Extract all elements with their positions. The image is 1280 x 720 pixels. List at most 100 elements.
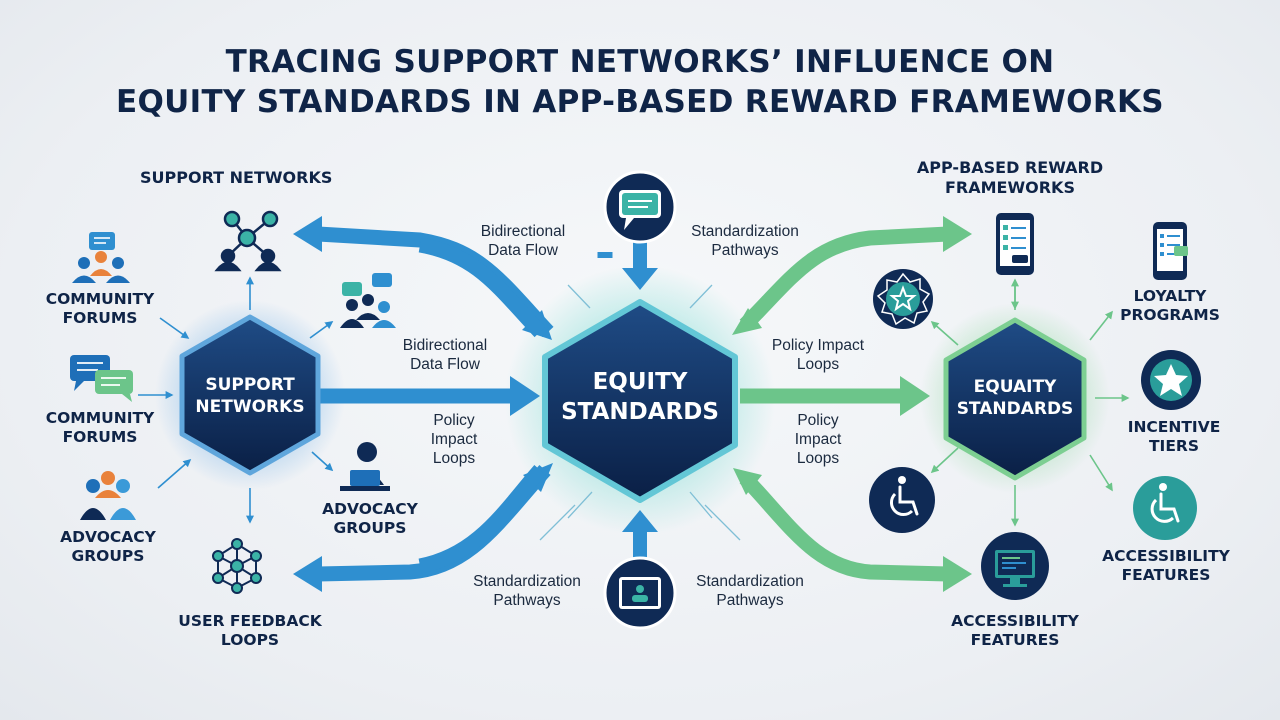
- left-hub-label-line-2: NETWORKS: [195, 397, 305, 417]
- label-loyalty-programs-line-2: PROGRAMS: [1120, 306, 1220, 324]
- flow-policy-right-line-3: Loops: [796, 450, 840, 467]
- left-hub-hexagon: [179, 314, 321, 476]
- flow-standardization-bottom-right: Standardization Pathways: [685, 572, 815, 610]
- presentation-screen-circle-icon: [603, 556, 677, 630]
- left-hub-small-arrows: [138, 276, 334, 524]
- label-accessibility-features-bottom-line-2: FEATURES: [970, 631, 1060, 649]
- arrow-top-shaft: [633, 240, 647, 270]
- flow-standardization-top-line-1: Standardization: [691, 223, 799, 240]
- flow-bidirectional-mid-line-1: Bidirectional: [402, 337, 488, 354]
- flow-policy-right-top: Policy Impact Loops: [758, 336, 878, 374]
- right-section-heading-line-1: APP-BASED REWARD: [916, 158, 1104, 177]
- arrow-bottom-curve-ext: [418, 465, 546, 574]
- right-hub-label-line-1: EQUAITY: [973, 377, 1057, 397]
- accessibility-monitor-icon: [981, 532, 1049, 600]
- left-hub-label: SUPPORT NETWORKS: [182, 374, 318, 418]
- community-forum-people-icon: [72, 232, 130, 283]
- arrowhead-into-center-top-right: [732, 308, 762, 335]
- label-incentive-tiers-line-2: TIERS: [1148, 437, 1200, 455]
- flow-policy-left-line-3: Loops: [432, 450, 476, 467]
- center-hub-label-line-1: EQUITY: [592, 369, 688, 395]
- feedback-network-globe-icon: [212, 538, 262, 594]
- right-section-heading: APP-BASED REWARD FRAMEWORKS: [895, 158, 1125, 198]
- discussion-group-icon: [340, 273, 396, 328]
- label-loyalty-programs-line-1: LOYALTY: [1133, 287, 1207, 305]
- right-hub-hexagon: [943, 317, 1087, 481]
- flow-standardization-bl-line-1: Standardization: [473, 573, 581, 590]
- chat-bubbles-icon: [70, 355, 133, 402]
- wheelchair-circle-icon: [869, 467, 935, 533]
- label-advocacy-groups-inner: ADVOCACY GROUPS: [300, 500, 440, 538]
- flow-bidirectional-top: Bidirectional Data Flow: [468, 222, 578, 260]
- arrow-center-to-top-right: [739, 226, 949, 331]
- arrowhead-to-right-hub: [900, 376, 930, 416]
- label-accessibility-features-right: ACCESSIBILITY FEATURES: [1088, 547, 1244, 585]
- flow-standardization-bl-line-2: Pathways: [493, 592, 561, 609]
- accessibility-teal-circle-icon: [1133, 476, 1197, 540]
- flow-bidirectional-top-line-2: Data Flow: [488, 242, 558, 259]
- label-incentive-tiers: INCENTIVE TIERS: [1104, 418, 1244, 456]
- flow-bidirectional-top-line-1: Bidirectional: [480, 223, 566, 240]
- label-user-feedback-loops-line-2: LOOPS: [220, 631, 280, 649]
- flow-policy-right-top-line-1: Policy Impact: [771, 337, 865, 354]
- center-hub-label-line-2: STANDARDS: [561, 399, 719, 425]
- center-hub-label: EQUITY STANDARDS: [548, 367, 732, 427]
- arrowhead-bottom-right: [943, 556, 972, 592]
- label-user-feedback-loops: USER FEEDBACK LOOPS: [170, 612, 330, 650]
- label-community-forums-2-line-2: FORUMS: [62, 428, 138, 446]
- label-advocacy-groups-outer-line-1: ADVOCACY: [60, 528, 156, 546]
- vertical-center-arrows: [622, 240, 658, 560]
- flow-standardization-top: Standardization Pathways: [680, 222, 810, 260]
- star-badge-icon: [873, 269, 933, 329]
- arrowhead-bottom-left: [293, 556, 322, 592]
- flow-policy-right-top-line-2: Loops: [796, 356, 840, 373]
- label-advocacy-groups-outer-line-2: GROUPS: [71, 547, 145, 565]
- title-line-2: EQUITY STANDARDS IN APP-BASED REWARD FRA…: [116, 84, 1164, 120]
- flow-policy-right-line-1: Policy: [797, 412, 839, 429]
- network-nodes-icon: [214, 210, 282, 272]
- right-hub-label-line-2: STANDARDS: [956, 399, 1074, 419]
- flow-policy-right: Policy Impact Loops: [778, 411, 858, 468]
- flow-policy-left: Policy Impact Loops: [414, 411, 494, 468]
- arrow-top-curve-ext: [418, 237, 546, 338]
- label-accessibility-features-right-line-2: FEATURES: [1121, 566, 1211, 584]
- flow-standardization-bottom-left: Standardization Pathways: [462, 572, 592, 610]
- label-community-forums-2: COMMUNITY FORUMS: [30, 409, 170, 447]
- flow-bidirectional-mid: Bidirectional Data Flow: [390, 336, 500, 374]
- label-advocacy-groups-inner-line-2: GROUPS: [333, 519, 407, 537]
- thin-connectors-center: [539, 284, 741, 541]
- flow-bidirectional-mid-line-2: Data Flow: [410, 356, 480, 373]
- arrow-center-to-bottom-right: [739, 472, 949, 582]
- left-section-heading: SUPPORT NETWORKS: [140, 168, 333, 187]
- label-accessibility-features-bottom-line-1: ACCESSIBILITY: [951, 612, 1079, 630]
- label-accessibility-features-bottom: ACCESSIBILITY FEATURES: [937, 612, 1093, 650]
- arrow-bottom-shaft: [633, 528, 647, 560]
- right-big-arrowheads: [732, 216, 972, 592]
- right-hub-label: EQUAITY STANDARDS: [946, 376, 1084, 420]
- label-community-forums-1-line-2: FORUMS: [62, 309, 138, 327]
- label-accessibility-features-right-line-1: ACCESSIBILITY: [1102, 547, 1230, 565]
- left-hub-label-line-1: SUPPORT: [205, 375, 295, 395]
- arrow-bottom-head: [622, 510, 658, 532]
- flow-policy-left-line-2: Impact: [430, 431, 478, 448]
- label-loyalty-programs: LOYALTY PROGRAMS: [1100, 287, 1240, 325]
- arrowhead-to-center: [510, 376, 540, 416]
- flow-policy-right-line-2: Impact: [794, 431, 842, 448]
- label-advocacy-groups-outer: ADVOCACY GROUPS: [38, 528, 178, 566]
- title-line-1: TRACING SUPPORT NETWORKS’ INFLUENCE ON: [225, 44, 1055, 80]
- flow-policy-left-line-1: Policy: [433, 412, 475, 429]
- arrowhead-top-left: [293, 216, 322, 252]
- chat-bubble-circle-icon: [603, 170, 677, 244]
- label-advocacy-groups-inner-line-1: ADVOCACY: [322, 500, 418, 518]
- arrowhead-into-center-bottom-right: [733, 468, 762, 495]
- right-hub-small-arrows: [930, 278, 1130, 527]
- advocacy-group-people-icon: [80, 471, 136, 520]
- label-incentive-tiers-line-1: INCENTIVE: [1127, 418, 1221, 436]
- arrowhead-top-right: [943, 216, 972, 252]
- flow-standardization-br-line-1: Standardization: [696, 573, 804, 590]
- flow-standardization-br-line-2: Pathways: [716, 592, 784, 609]
- center-hub-hexagon: [542, 299, 738, 503]
- label-community-forums-1-line-1: COMMUNITY: [45, 290, 155, 308]
